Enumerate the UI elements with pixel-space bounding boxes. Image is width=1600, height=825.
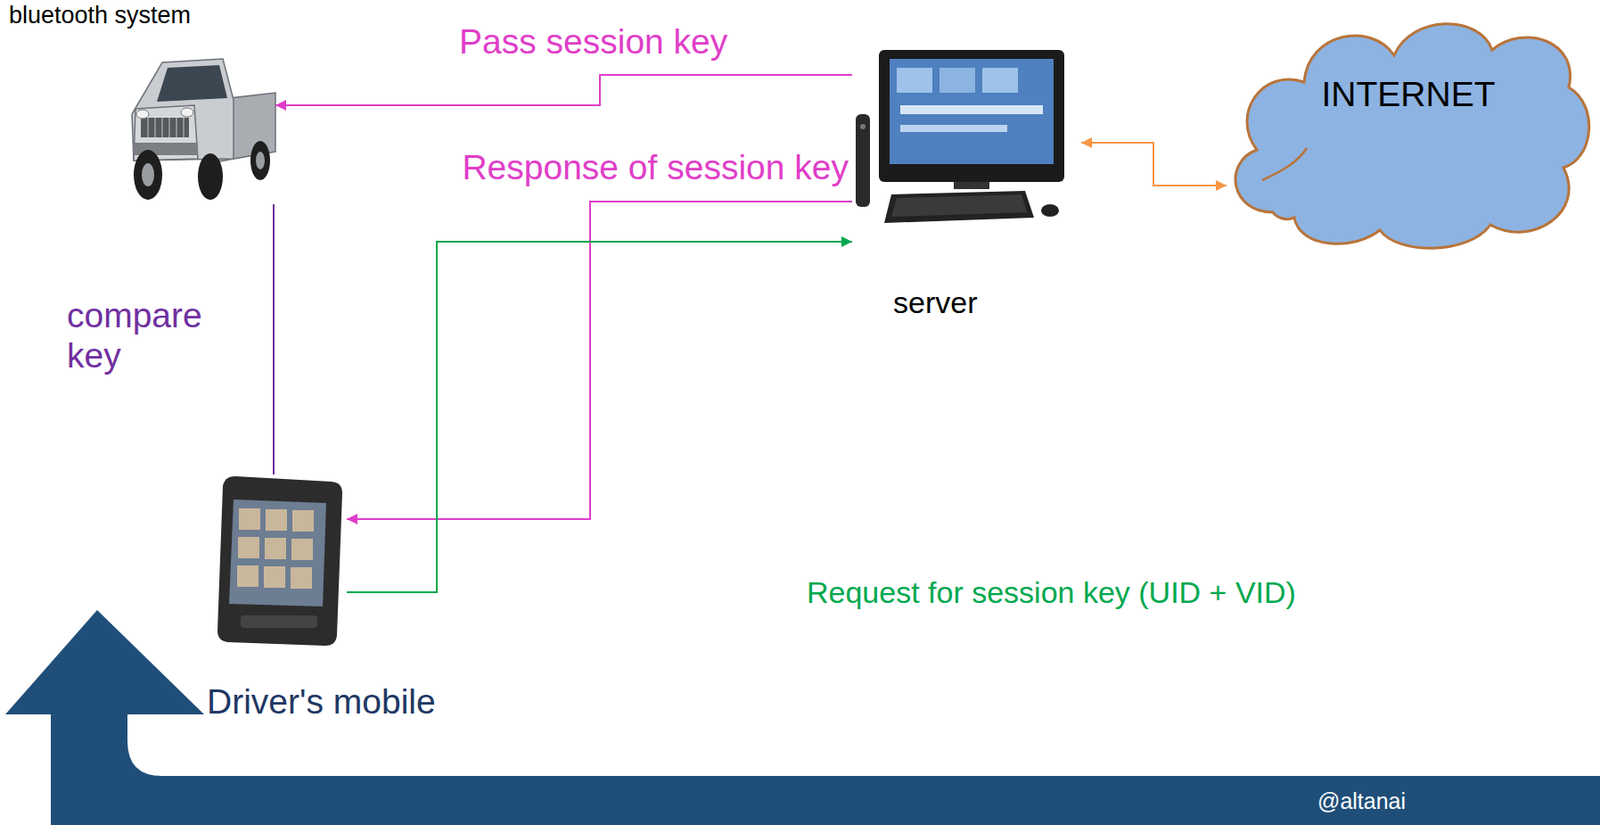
art-part	[240, 615, 318, 628]
edge-label: compare key	[66, 295, 223, 377]
art-part	[290, 566, 312, 589]
edge-label: Response of session key	[461, 147, 849, 189]
art-part	[264, 537, 287, 559]
art-part	[884, 190, 1034, 223]
art-part	[900, 124, 1008, 132]
art-part	[168, 117, 171, 138]
truck-picture	[131, 58, 276, 200]
art-part	[939, 67, 976, 93]
edge-label: Pass session key	[459, 22, 728, 63]
art-part	[175, 117, 178, 138]
cloud-shape	[1219, 5, 1598, 255]
art-part	[878, 49, 1065, 182]
truck-node: bluetooth system	[127, 56, 276, 205]
art-part	[5, 609, 205, 714]
cloud-outline	[1235, 24, 1590, 249]
art-part	[140, 117, 189, 138]
art-part	[1041, 204, 1059, 217]
art-part	[889, 58, 1054, 165]
art-part	[265, 508, 288, 531]
art-part	[291, 538, 313, 560]
connector	[346, 241, 853, 592]
art-part	[217, 475, 343, 646]
internet-cloud: INTERNET	[1219, 5, 1598, 255]
art-part	[161, 117, 164, 138]
art-part	[250, 140, 271, 181]
art-part	[147, 117, 184, 138]
node-label: bluetooth system	[8, 1, 191, 30]
art-part	[229, 499, 327, 607]
art-part	[292, 509, 314, 532]
art-part	[182, 117, 185, 138]
art-part	[896, 67, 933, 93]
art-part	[197, 153, 223, 200]
node-label: server	[893, 285, 977, 320]
watermark: @altanai	[1317, 787, 1406, 814]
art-part	[238, 508, 261, 530]
art-part	[147, 117, 149, 138]
edge-label: Request for session key (UID + VID)	[806, 574, 1297, 610]
art-part	[237, 536, 260, 558]
art-part	[860, 123, 866, 130]
art-part	[50, 713, 1600, 825]
art-part	[855, 114, 870, 207]
connector	[1081, 142, 1227, 186]
art-part	[156, 65, 228, 102]
art-part	[237, 565, 259, 587]
art-part	[891, 194, 1027, 217]
node-label: INTERNET	[1321, 74, 1496, 115]
art-part	[900, 105, 1043, 115]
art-part	[982, 67, 1018, 93]
server-picture	[855, 49, 1065, 223]
art-part	[136, 109, 149, 119]
connector	[272, 204, 275, 475]
cloud-detail	[1262, 147, 1307, 181]
mobile-picture	[217, 475, 343, 646]
server-node: server	[852, 46, 1082, 230]
art-part	[255, 151, 265, 170]
art-part	[133, 149, 163, 200]
art-part	[237, 508, 314, 589]
art-part	[131, 58, 234, 161]
art-part	[154, 117, 156, 138]
connector	[346, 201, 853, 519]
art-part	[141, 163, 155, 187]
art-part	[180, 107, 194, 117]
mobile-node: Driver's mobile	[209, 474, 347, 649]
node-label: Driver's mobile	[206, 681, 436, 723]
art-part	[953, 181, 990, 189]
connector	[275, 74, 853, 106]
art-part	[263, 566, 286, 588]
